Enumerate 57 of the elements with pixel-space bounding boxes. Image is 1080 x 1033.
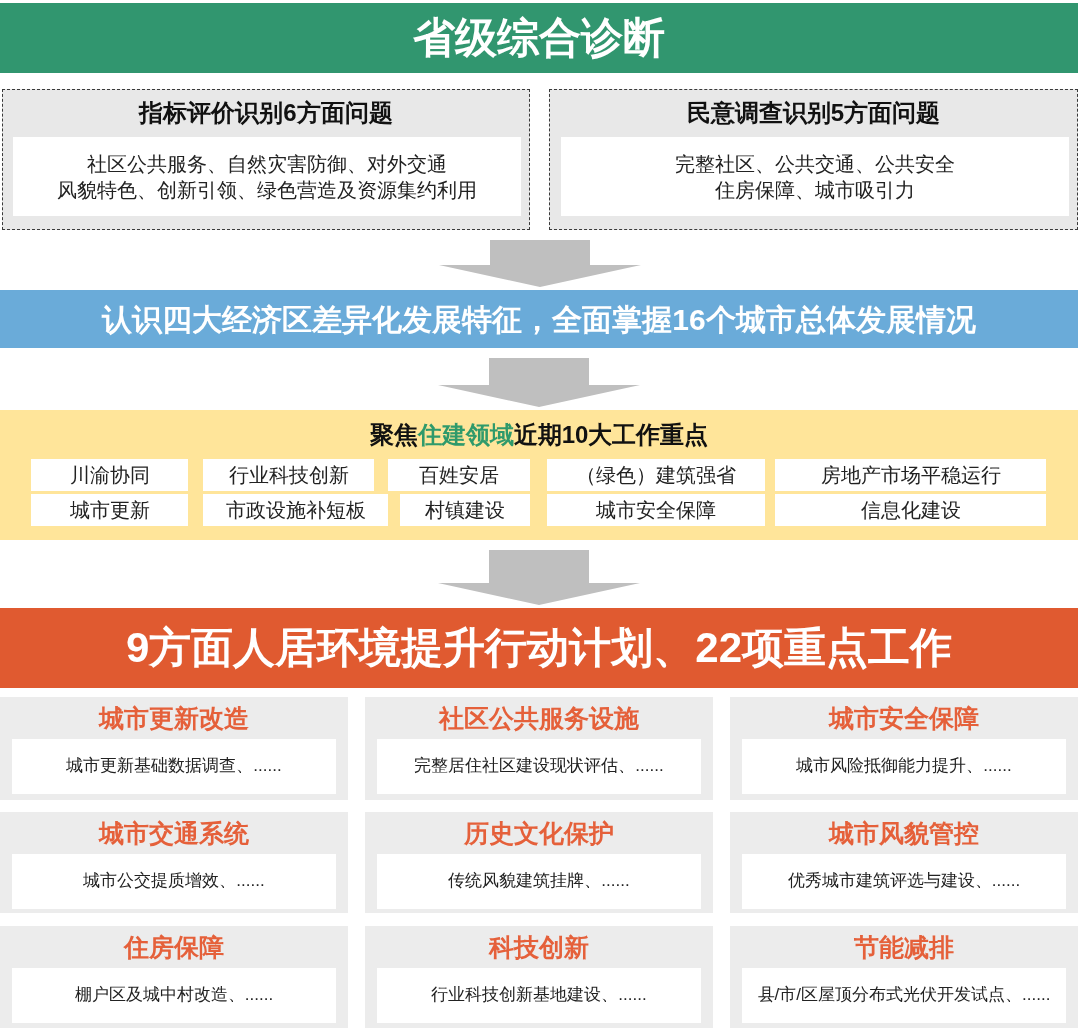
task-text: 完整居住社区建设现状评估、...... [414,755,664,778]
dashed-panel [549,89,1078,230]
focus-item-label: 城市更新 [69,498,150,523]
focus-tag [388,459,530,491]
focus-tag [547,494,765,526]
focus-item-label: （绿色）建筑强省 [576,463,736,488]
banner-title: 省级综合诊断 [413,12,665,63]
focus-item-label: 村镇建设 [425,498,505,523]
focus-item-label: 行业科技创新 [228,463,349,488]
card-heading: 科技创新 [489,931,589,963]
panel-heading: 民意调查识别5方面问题 [686,98,941,128]
focus-tag [775,494,1046,526]
focus-item-label: 川渝协同 [69,463,150,488]
dashed-panel [2,89,530,230]
focus-tag [547,459,765,491]
task-text: 传统风貌建筑挂牌、...... [448,870,630,893]
task-text: 城市更新基础数据调查、...... [66,755,282,778]
card-heading: 住房保障 [124,931,224,963]
focus-tag [203,494,388,526]
task-text: 县/市/区屋顶分布式光伏开发试点、...... [757,984,1051,1007]
task-text: 城市公交提质增效、...... [83,870,265,893]
focus-tag [775,459,1046,491]
block-arrow [439,240,641,287]
action-banner [0,608,1078,688]
issue-list: 风貌特色、创新引领、绿色营造及资源集约利用 [57,176,477,203]
card-heading: 社区公共服务设施 [439,702,639,734]
panel-heading: 指标评价识别6方面问题 [139,98,393,128]
task-text: 行业科技创新基地建设、...... [431,984,647,1007]
focus-panel [0,410,1078,540]
issue-list: 社区公共服务、自然灾害防御、对外交通 [87,150,447,177]
header-banner [0,3,1078,73]
banner-text: 认识四大经济区差异化发展特征，全面掌握16个城市总体发展情况 [102,301,976,338]
task-text: 优秀城市建筑评选与建设、...... [787,870,1021,893]
focus-item-label: 房地产市场平稳运行 [820,463,1001,488]
focus-tag [203,459,374,491]
focus-item-label: 信息化建设 [860,498,961,523]
card-heading: 历史文化保护 [464,817,614,849]
banner-title: 9方面人居环境提升行动计划、22项重点工作 [125,622,953,673]
focus-item-label: 城市安全保障 [596,498,716,523]
focus-item-label: 市政设施补短板 [225,498,366,523]
focus-item-label: 百姓安居 [419,463,499,488]
issue-list: 住房保障、城市吸引力 [715,176,915,203]
focus-tag [31,459,188,491]
card-heading: 城市更新改造 [99,702,249,734]
focus-tag [400,494,530,526]
card-heading: 城市交通系统 [99,817,249,849]
focus-tag [31,494,188,526]
block-arrow [438,358,640,407]
summary-banner [0,290,1078,348]
card-heading: 节能减排 [854,931,954,963]
issue-list: 完整社区、公共交通、公共安全 [675,150,955,177]
block-arrow [438,550,640,605]
panel-heading: 聚焦住建领域近期10大工作重点 [369,420,709,450]
task-text: 棚户区及城中村改造、...... [74,984,274,1007]
card-heading: 城市安全保障 [829,702,979,734]
task-text: 城市风险抵御能力提升、...... [796,755,1012,778]
card-heading: 城市风貌管控 [829,817,979,849]
